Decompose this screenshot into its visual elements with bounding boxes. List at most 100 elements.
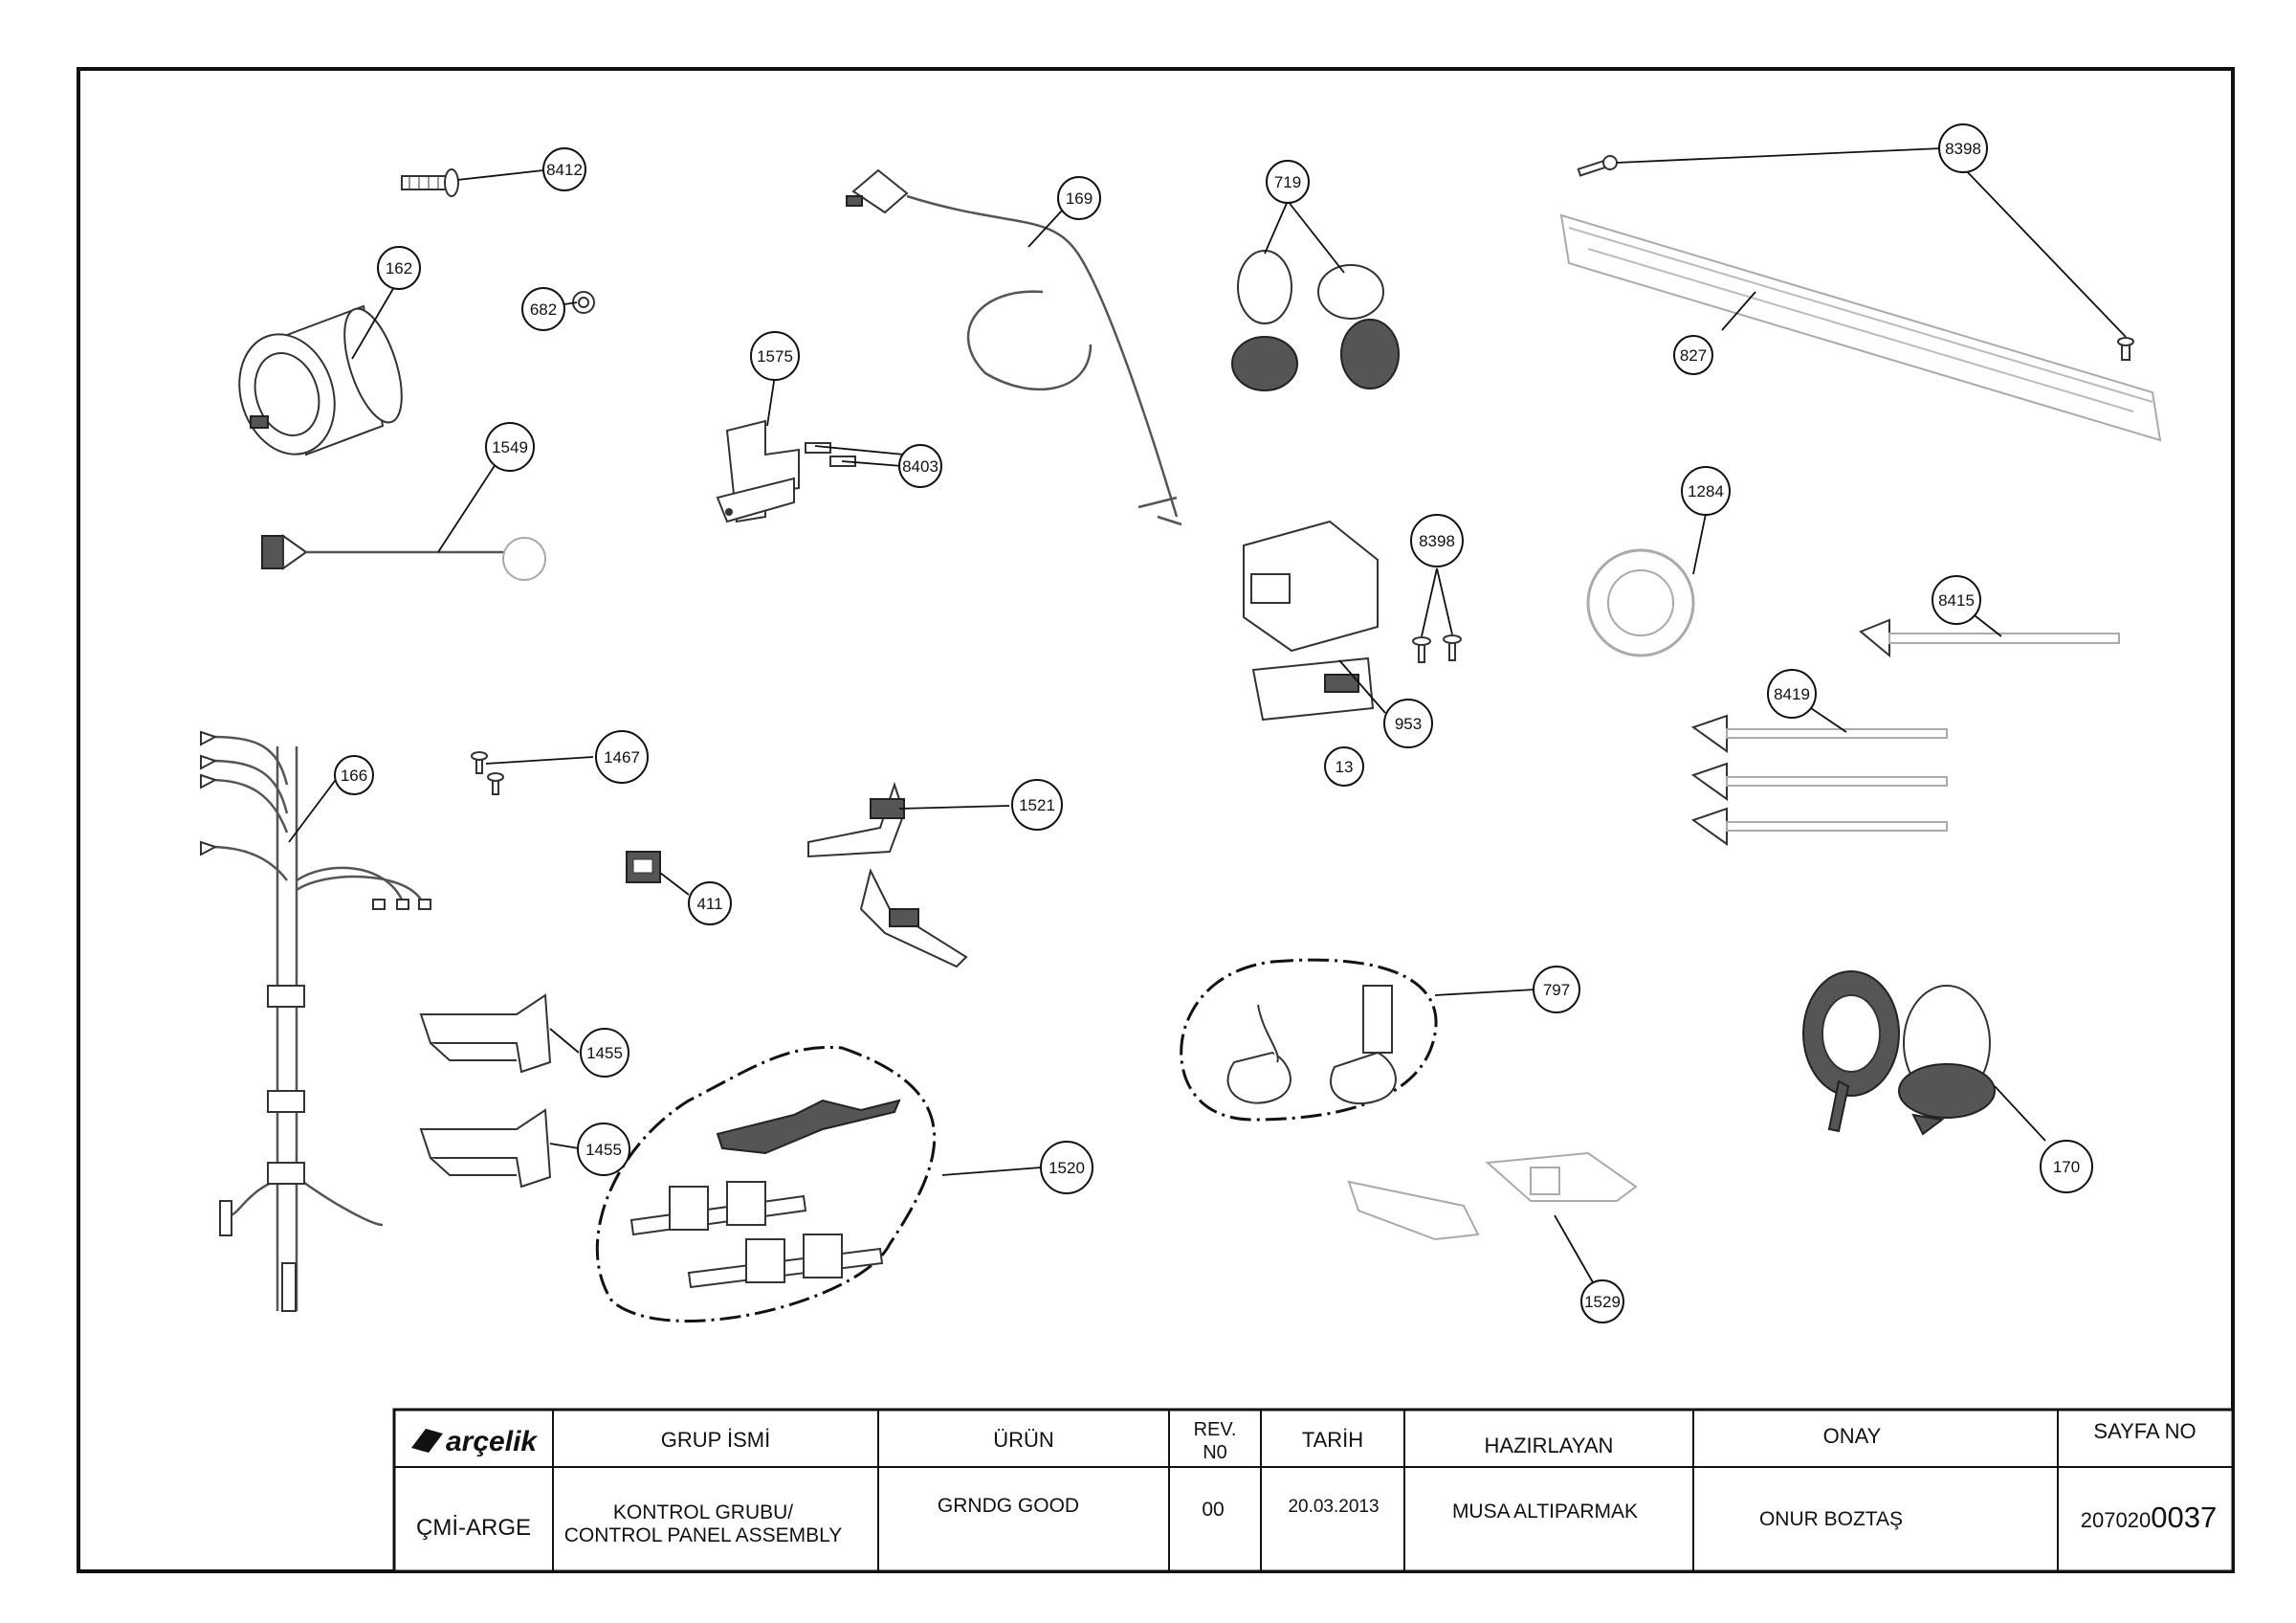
callout-circle [595,730,649,784]
header-approval: ONAY [1823,1424,1882,1448]
value-approval: ONUR BOZTAŞ [1759,1508,1903,1530]
part-1455-clamps-bottom [419,1108,552,1189]
callout-8415: 8415 [1932,575,1981,625]
callout-label: 1575 [757,347,793,366]
value-rev: 00 [1202,1499,1224,1521]
part-1520-holder-group [595,1045,937,1323]
value-date: 20.03.2013 [1288,1497,1379,1517]
callout-label: 166 [341,767,367,785]
callout-circle [1580,1279,1624,1323]
callout-170: 170 [2040,1140,2093,1193]
part-169-cable [846,168,1182,526]
callout-13: 13 [1324,746,1364,787]
part-162-capacitor [238,304,403,456]
callout-circle [1040,1141,1093,1194]
part-827-rail [1559,213,2162,442]
callout-169: 169 [1057,176,1101,220]
header-rev-line2: N0 [1203,1442,1227,1463]
part-953-door-lock [1251,656,1375,722]
callout-label: 1520 [1049,1159,1085,1177]
callout-label: 1455 [585,1141,622,1159]
callout-circle [898,444,942,488]
part-1529-bracket [1347,1151,1638,1241]
callout-1549: 1549 [485,422,535,472]
part-1575-bracket [716,419,800,523]
callout-label: 8419 [1774,685,1810,703]
callout-label: 411 [696,895,722,913]
value-page-prefix: 207020 [2081,1508,2151,1532]
callout-circle [1681,466,1731,516]
callout-label: 1549 [492,438,528,456]
callout-label: 1529 [1584,1293,1621,1311]
callout-1284: 1284 [1681,466,1731,516]
part-170-pressure-switch [1802,970,1996,1136]
part-1549-sensor [261,534,546,581]
callout-8398: 8398 [1938,123,1988,173]
part-8415-cable-tie [1859,618,2120,658]
callout-411: 411 [688,881,732,925]
callout-circle [580,1028,629,1078]
callout-1529: 1529 [1580,1279,1624,1323]
callout-label: 162 [386,259,412,278]
callout-circle [577,1123,630,1176]
callout-797: 797 [1533,966,1580,1013]
value-group-line2: CONTROL PANEL ASSEMBLY [564,1524,843,1546]
part-1521-clips [807,781,968,968]
part-166-wire-harness [200,730,431,1312]
header-rev-line1: REV. [1194,1419,1237,1440]
arcelik-logo-text: arçelik [446,1426,538,1457]
callout-circle [1938,123,1988,173]
callout-circle [1533,966,1580,1013]
callout-label: 170 [2053,1158,2080,1176]
value-department: ÇMİ-ARGE [416,1515,531,1541]
part-682-nut [572,291,595,314]
callout-label: 1455 [586,1044,623,1062]
callout-circle [1324,746,1364,787]
callout-1521: 1521 [1011,779,1063,831]
callout-1575: 1575 [750,331,800,381]
callout-label: 719 [1274,173,1301,191]
callout-circle [2040,1140,2093,1193]
callout-label: 13 [1336,758,1354,776]
callout-label: 8415 [1938,591,1975,610]
callout-circle [1932,575,1981,625]
part-1455-clamps-top [419,993,552,1074]
callout-circle [377,246,421,290]
value-group-line1: KONTROL GRUBU/ [613,1501,793,1523]
callout-1467: 1467 [595,730,649,784]
callout-8419: 8419 [1767,669,1817,719]
callout-label: 827 [1680,346,1707,365]
callout-circle [334,755,374,795]
callout-label: 169 [1066,189,1093,208]
part-1467-screws [471,751,504,795]
callout-1455: 1455 [577,1123,630,1176]
header-group-name: GRUP İSMİ [661,1428,771,1452]
callout-162: 162 [377,246,421,290]
callout-label: 797 [1543,981,1570,999]
callout-953: 953 [1383,699,1433,748]
callout-label: 8398 [1945,140,1981,158]
callout-circle [1767,669,1817,719]
part-8412-screw [401,168,459,197]
value-product: GRNDG GOOD [938,1495,1079,1517]
callout-label: 1467 [604,748,640,767]
part-1284-gasket-ring [1586,548,1695,657]
callout-1520: 1520 [1040,1141,1093,1194]
callout-label: 682 [530,300,557,319]
part-8419-cable-ties [1690,714,1948,846]
callout-circle [1673,335,1713,375]
callout-label: 8403 [902,457,938,476]
header-date: TARİH [1302,1428,1363,1452]
callout-719: 719 [1266,160,1310,204]
header-product: ÜRÜN [993,1428,1054,1452]
header-prepared-by: HAZIRLAYAN [1485,1434,1614,1457]
callout-8398: 8398 [1410,514,1464,567]
value-prepared-by: MUSA ALTIPARMAK [1452,1501,1638,1523]
callout-label: 953 [1395,715,1422,733]
callout-circle [521,287,565,331]
callout-label: 8398 [1419,532,1455,550]
callout-bubbles: 8412162682154916915758403719839882712848… [334,123,2093,1323]
callout-circle [1057,176,1101,220]
part-797-holder-group [1180,958,1438,1122]
callout-label: 1284 [1688,482,1724,500]
